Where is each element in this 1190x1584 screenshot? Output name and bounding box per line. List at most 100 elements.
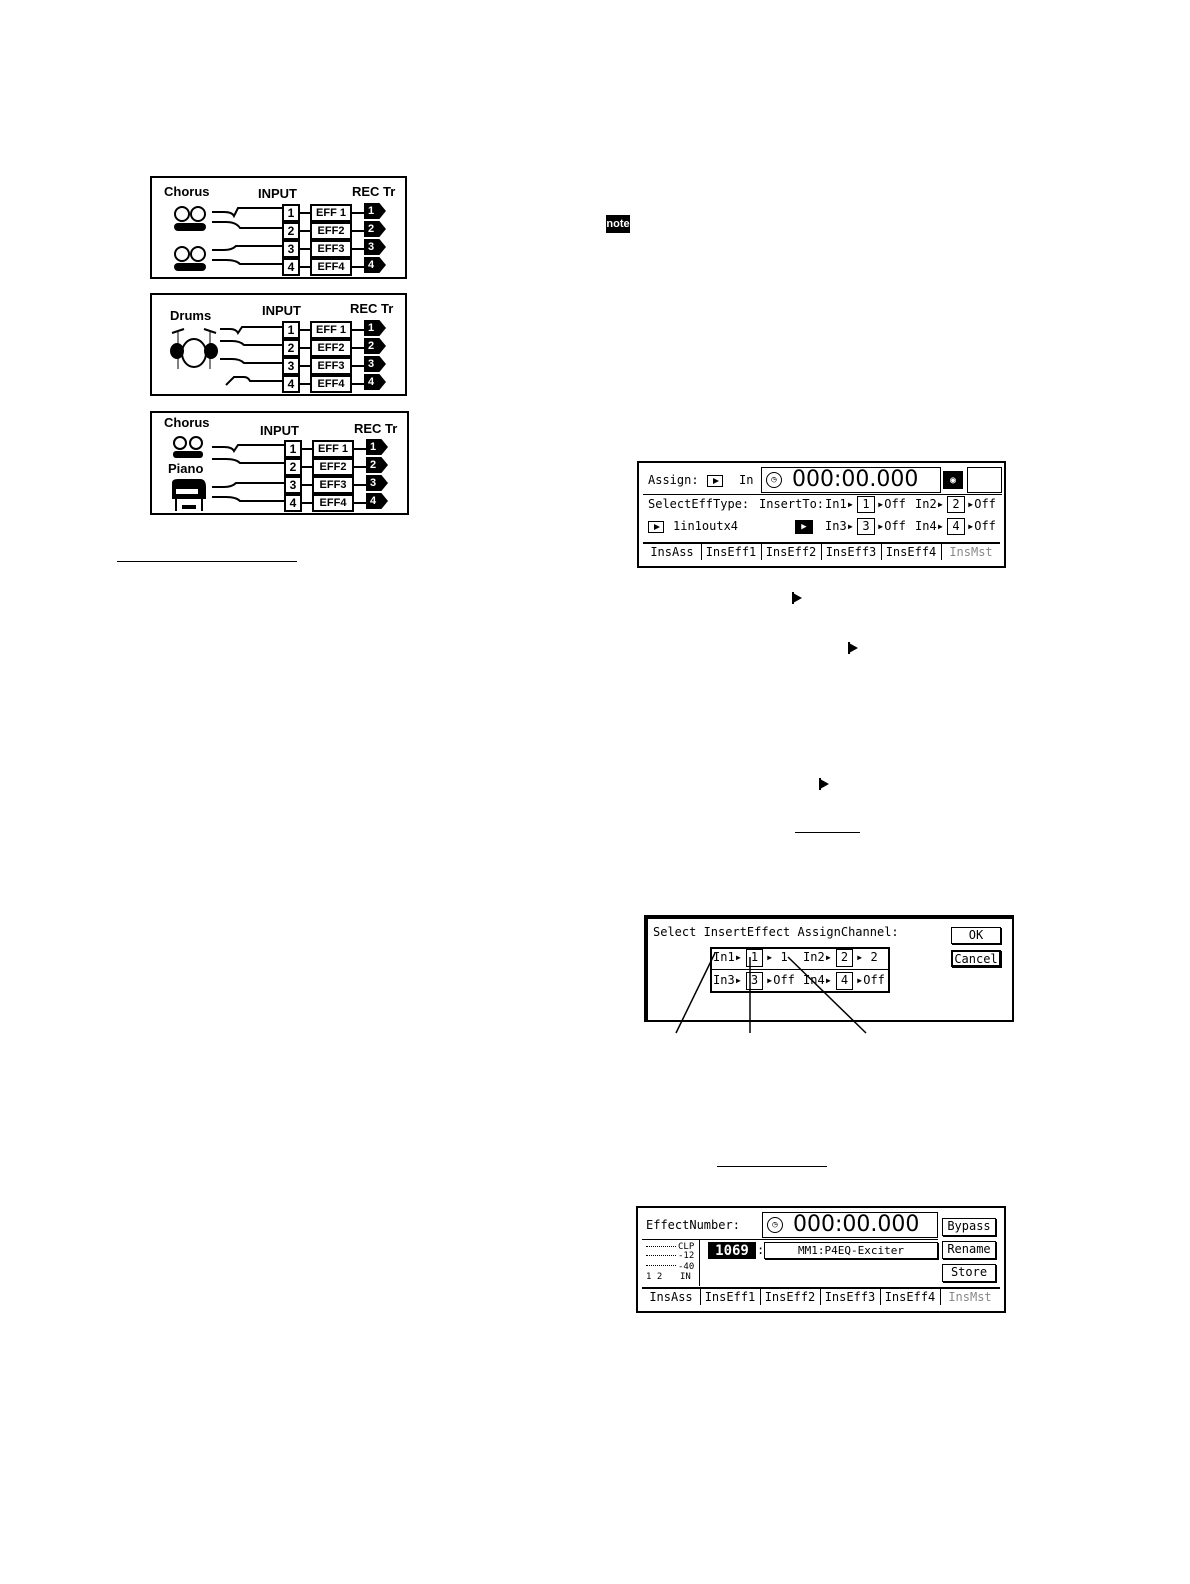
route-ch4[interactable]: 4 bbox=[836, 972, 853, 990]
route-in1: In1▸ bbox=[825, 497, 854, 511]
input-2: 2 bbox=[282, 222, 300, 240]
route-out4[interactable]: ▸Off bbox=[856, 973, 885, 987]
ok-button[interactable]: OK bbox=[951, 927, 1001, 944]
play-marker bbox=[848, 642, 858, 654]
effect-4: EFF4 bbox=[310, 258, 352, 276]
source-label: Chorus bbox=[164, 415, 210, 430]
meter-clp: CLP bbox=[678, 1242, 695, 1252]
route-in2: In2▸ bbox=[915, 497, 944, 511]
assign-value[interactable]: In bbox=[739, 473, 754, 487]
route-out3[interactable]: ▸Off bbox=[877, 519, 906, 533]
tab-inseff3[interactable]: InsEff3 bbox=[821, 544, 882, 560]
route-ch4[interactable]: 4 bbox=[947, 518, 965, 535]
drum-kit-icon bbox=[170, 328, 218, 369]
clock-icon: ◷ bbox=[766, 472, 782, 488]
cable-lines bbox=[212, 207, 284, 265]
time-value: 000:00.000 bbox=[792, 467, 919, 492]
input-3: 3 bbox=[284, 476, 302, 494]
input-3: 3 bbox=[282, 357, 300, 375]
effect-number[interactable]: 1069 bbox=[708, 1242, 756, 1259]
input-label: INPUT bbox=[258, 186, 297, 201]
tab-inseff2[interactable]: InsEff2 bbox=[761, 544, 822, 560]
eff-type-value[interactable]: 1in1outx4 bbox=[673, 519, 739, 533]
effect-1: EFF 1 bbox=[310, 321, 352, 339]
bypass-button[interactable]: Bypass bbox=[942, 1218, 996, 1236]
time-display: ◷ 000:00.000 bbox=[761, 467, 941, 493]
route-ch3[interactable]: 3 bbox=[857, 518, 875, 535]
tab-insass[interactable]: InsAss bbox=[642, 1289, 701, 1305]
section-rule bbox=[795, 832, 860, 833]
rec-track-2: 2 bbox=[364, 221, 386, 237]
tab-insmst[interactable]: InsMst bbox=[949, 545, 993, 559]
route-out2[interactable]: ▸ 2 bbox=[856, 950, 878, 964]
rec-track-3: 3 bbox=[364, 356, 386, 372]
effect-number-label: EffectNumber: bbox=[646, 1218, 740, 1232]
route-out2[interactable]: ▸Off bbox=[967, 497, 996, 511]
play-icon[interactable] bbox=[707, 475, 723, 487]
insert-to-label: InsertTo: bbox=[759, 497, 825, 511]
effect-1: EFF 1 bbox=[312, 440, 354, 458]
route-out3[interactable]: ▸Off bbox=[766, 973, 795, 987]
rec-track-label: REC Tr bbox=[354, 421, 398, 436]
input-1: 1 bbox=[284, 440, 302, 458]
route-in3: In3▸ bbox=[713, 973, 742, 987]
route-in2: In2▸ bbox=[803, 950, 832, 964]
section-rule bbox=[117, 561, 297, 562]
source-label: Chorus bbox=[164, 184, 210, 199]
source2-label: Piano bbox=[168, 461, 204, 476]
eff-type-play-icon[interactable] bbox=[648, 521, 664, 533]
cable-lines bbox=[220, 326, 282, 386]
time-value: 000:00.000 bbox=[793, 1212, 920, 1237]
meter-12: -12 bbox=[678, 1251, 695, 1261]
film-icon[interactable]: ▶ bbox=[795, 520, 813, 534]
route-out1[interactable]: ▸ 1 bbox=[766, 950, 788, 964]
route-ch1[interactable]: 1 bbox=[857, 496, 875, 513]
rec-track-4: 4 bbox=[364, 374, 386, 390]
insert-assign-screen: Assign: In ◷ 000:00.000 ◉ SelectEffType:… bbox=[637, 461, 1006, 568]
input-4: 4 bbox=[282, 258, 300, 276]
route-ch1[interactable]: 1 bbox=[746, 949, 763, 967]
play-marker bbox=[792, 592, 802, 604]
callout-lines bbox=[675, 952, 867, 1034]
store-button[interactable]: Store bbox=[942, 1264, 996, 1282]
rec-track-1: 1 bbox=[364, 203, 386, 219]
route-ch3[interactable]: 3 bbox=[746, 972, 763, 990]
rec-track-4: 4 bbox=[366, 493, 388, 509]
singer-icon bbox=[174, 206, 206, 271]
input-2: 2 bbox=[282, 339, 300, 357]
input-4: 4 bbox=[282, 375, 300, 393]
tab-insass[interactable]: InsAss bbox=[643, 544, 702, 560]
input-2: 2 bbox=[284, 458, 302, 476]
effect-3: EFF3 bbox=[312, 476, 354, 494]
play-marker bbox=[819, 778, 829, 790]
effect-3: EFF3 bbox=[310, 240, 352, 258]
disk-icon: ◉ bbox=[943, 471, 963, 489]
input-1: 1 bbox=[282, 204, 300, 222]
rename-button[interactable]: Rename bbox=[942, 1241, 996, 1259]
effect-3: EFF3 bbox=[310, 357, 352, 375]
route-out1[interactable]: ▸Off bbox=[877, 497, 906, 511]
tab-inseff1[interactable]: InsEff1 bbox=[700, 1289, 761, 1305]
note-icon: note bbox=[606, 215, 630, 233]
route-out4[interactable]: ▸Off bbox=[967, 519, 996, 533]
tab-inseff4[interactable]: InsEff4 bbox=[880, 1289, 941, 1305]
select-eff-type-label: SelectEffType: bbox=[648, 497, 750, 511]
tab-inseff3[interactable]: InsEff3 bbox=[820, 1289, 881, 1305]
input-1: 1 bbox=[282, 321, 300, 339]
tab-inseff1[interactable]: InsEff1 bbox=[701, 544, 762, 560]
assign-label: Assign: bbox=[648, 473, 699, 487]
effect-2: EFF2 bbox=[312, 458, 354, 476]
cancel-button[interactable]: Cancel bbox=[951, 950, 1001, 967]
tab-inseff4[interactable]: InsEff4 bbox=[881, 544, 942, 560]
input-3: 3 bbox=[282, 240, 300, 258]
routing-diagram-chorus-piano: Chorus Piano INPUT REC Tr 1 2 3 4 EFF 1 … bbox=[150, 411, 409, 515]
tab-insmst[interactable]: InsMst bbox=[948, 1290, 992, 1304]
insert-effect-screen: EffectNumber: ◷ 000:00.000 Bypass Rename… bbox=[636, 1206, 1006, 1313]
rec-track-2: 2 bbox=[364, 338, 386, 354]
routing-diagram-drums: Drums INPUT REC Tr 1 2 3 4 EFF 1 EFF2 EF… bbox=[150, 293, 407, 396]
effect-name[interactable]: MM1:P4EQ-Exciter bbox=[764, 1242, 938, 1259]
tab-inseff2[interactable]: InsEff2 bbox=[760, 1289, 821, 1305]
route-ch2[interactable]: 2 bbox=[947, 496, 965, 513]
rec-track-3: 3 bbox=[366, 475, 388, 491]
route-ch2[interactable]: 2 bbox=[836, 949, 853, 967]
